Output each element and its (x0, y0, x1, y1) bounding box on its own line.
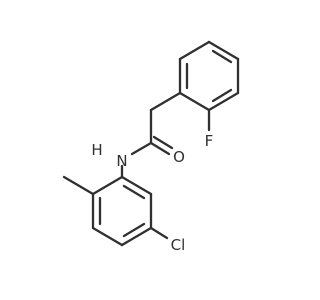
bond (178, 40, 211, 61)
bond (91, 175, 124, 196)
bond (91, 226, 124, 247)
bond (120, 226, 153, 247)
molecule-diagram: N H O F Cl (0, 0, 300, 300)
bond (207, 91, 240, 112)
chlorine-label: Cl (171, 236, 186, 254)
bond (62, 175, 95, 196)
bond (207, 40, 240, 61)
bond-network (62, 40, 240, 247)
bond (211, 88, 233, 103)
bond (178, 91, 211, 112)
bond (149, 91, 182, 112)
nitrogen-hydrogen-label: H (91, 141, 102, 159)
bond (122, 222, 146, 238)
oxygen-label: O (173, 148, 185, 166)
bond (149, 226, 169, 240)
fluorine-label: F (205, 132, 214, 150)
nitrogen-label: N (116, 152, 127, 170)
atom-labels: N H O F Cl (91, 132, 213, 254)
bond (130, 141, 153, 156)
bond (122, 184, 146, 200)
bond (149, 141, 171, 156)
background (0, 0, 300, 300)
bond (120, 175, 153, 196)
bond (152, 135, 174, 150)
bond (211, 49, 233, 64)
